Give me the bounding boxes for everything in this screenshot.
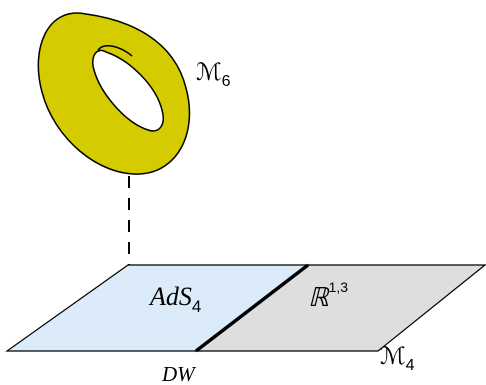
label-ads: AdS4 — [148, 282, 201, 316]
label-minkowski: ℝ1,3 — [308, 279, 348, 312]
label-m6-main: ℳ — [196, 59, 222, 86]
label-minkowski-sup: 1,3 — [329, 279, 349, 295]
label-m6-sub: 6 — [222, 73, 231, 90]
label-m4-main: ℳ — [380, 343, 406, 370]
domain-wall-line — [194, 263, 310, 353]
label-domain-wall: DW — [161, 362, 197, 385]
label-minkowski-main: ℝ — [308, 282, 330, 312]
torus-hole — [92, 49, 164, 132]
label-ads-sub: 4 — [192, 297, 201, 316]
torus-compact-space — [37, 12, 191, 175]
label-ads-main: AdS — [148, 282, 192, 311]
label-m6: ℳ6 — [196, 59, 231, 90]
torus-inner-curve — [97, 44, 133, 57]
label-m4-sub: 4 — [406, 357, 415, 374]
label-m4: ℳ4 — [380, 343, 415, 374]
